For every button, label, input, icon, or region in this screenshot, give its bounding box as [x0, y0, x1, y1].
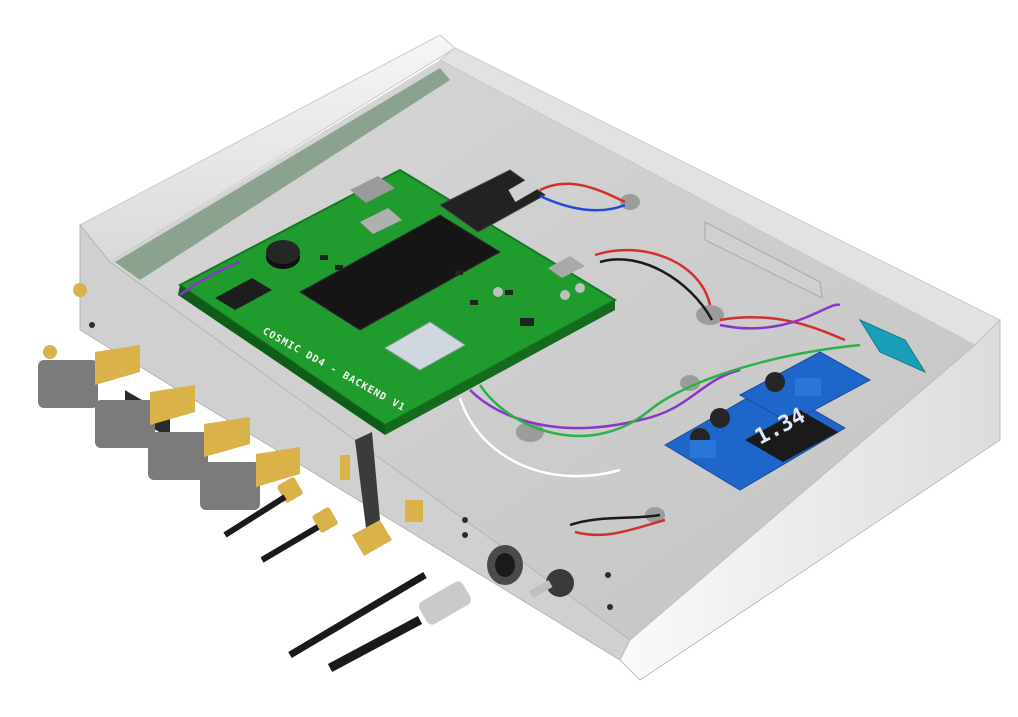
enclosure-floor: [110, 60, 975, 640]
screw-top: [73, 283, 87, 297]
mounting-holes: [89, 322, 613, 610]
main-pcb-edge: [178, 285, 385, 435]
smd-components: [320, 255, 534, 326]
inductor-right: [548, 256, 585, 278]
ferrite-cores: [516, 194, 724, 523]
usb-connector: [508, 175, 540, 203]
wires: [179, 182, 861, 537]
right-rail: [704, 221, 823, 299]
main-pcb-edge-right: [385, 300, 615, 435]
rf-module: [384, 321, 466, 371]
inductor-mid: [360, 208, 402, 234]
back-wall-shadow: [115, 68, 450, 280]
buzzer-top: [266, 240, 300, 264]
mcu-module: [299, 214, 501, 331]
sma-antenna-icon: [223, 432, 423, 563]
toggle-switch-icon: [529, 569, 574, 598]
capacitors: [493, 283, 585, 300]
hdmi-connector-icon: [38, 345, 300, 510]
enclosure-front-wall: [619, 318, 1001, 681]
buck-converter-icon: [664, 351, 872, 491]
bnc-connector-icon: [288, 545, 523, 672]
chip-left: [215, 278, 272, 310]
inductor-top: [350, 176, 395, 203]
sensor-module: [858, 318, 927, 374]
screw-mid: [43, 345, 57, 359]
